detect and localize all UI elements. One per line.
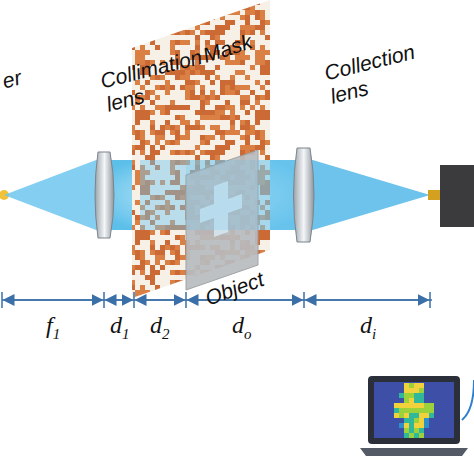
heatmap xyxy=(394,383,434,438)
heatmap-cell xyxy=(424,403,429,408)
beam-through-mask xyxy=(140,160,302,230)
collection-lens xyxy=(294,148,315,242)
dimension-arrow xyxy=(188,299,302,301)
converging-beam xyxy=(306,158,430,232)
heatmap-cell xyxy=(414,423,419,428)
heatmap-cell xyxy=(409,393,414,398)
beam-front xyxy=(186,160,302,230)
heatmap-cell xyxy=(394,408,399,413)
dimension-label: di xyxy=(358,312,378,343)
dimension-arrow xyxy=(106,299,132,301)
heatmap-cell xyxy=(414,398,419,403)
heatmap-cell xyxy=(404,398,409,403)
heatmap-cell xyxy=(419,418,424,423)
heatmap-cell xyxy=(399,403,404,408)
heatmap-cell xyxy=(419,413,424,418)
heatmap-cell xyxy=(424,418,429,423)
heatmap-cell xyxy=(419,398,424,403)
heatmap-cell xyxy=(414,408,419,413)
dimension-tick xyxy=(1,292,3,308)
heatmap-cell xyxy=(404,433,409,438)
heatmap-cell xyxy=(409,388,414,393)
heatmap-cell xyxy=(399,393,404,398)
heatmap-cell xyxy=(414,428,419,433)
heatmap-cell xyxy=(409,403,414,408)
laptop-screen xyxy=(374,382,454,438)
dimension-tick xyxy=(185,292,187,308)
heatmap-cell xyxy=(409,433,414,438)
heatmap-cell xyxy=(404,418,409,423)
dimension-label: d2 xyxy=(148,312,172,343)
dimension-tick xyxy=(303,292,305,308)
dimension-label: d1 xyxy=(108,312,132,343)
dimension-tick xyxy=(429,292,431,308)
cable xyxy=(462,380,474,420)
heatmap-cell xyxy=(429,403,434,408)
heatmap-cell xyxy=(419,423,424,428)
heatmap-cell xyxy=(409,383,414,388)
mask-back xyxy=(132,0,270,298)
part-label: Collection lens xyxy=(322,35,440,108)
mask xyxy=(132,0,270,298)
laptop-base xyxy=(360,448,468,456)
dimension-arrow xyxy=(306,299,428,301)
heatmap-cell xyxy=(404,408,409,413)
collimation-lens xyxy=(95,152,114,238)
heatmap-cell xyxy=(404,393,409,398)
heatmap-cell xyxy=(424,413,429,418)
heatmap-cell xyxy=(429,413,434,418)
diverging-beam xyxy=(4,157,104,233)
heatmap-cell xyxy=(424,408,429,413)
heatmap-cell xyxy=(409,408,414,413)
dimension-tick xyxy=(133,292,135,308)
heatmap-cell xyxy=(419,433,424,438)
heatmap-cell xyxy=(394,413,399,418)
dimension-arrow xyxy=(136,299,184,301)
heatmap-cell xyxy=(404,383,409,388)
heatmap-cell xyxy=(409,428,414,433)
heatmap-cell xyxy=(404,428,409,433)
detector-tip xyxy=(428,190,442,200)
heatmap-cell xyxy=(414,388,419,393)
heatmap-cell xyxy=(414,413,419,418)
heatmap-cell xyxy=(409,398,414,403)
dimension-tick xyxy=(103,292,105,308)
dimension-label: do xyxy=(230,312,254,343)
heatmap-cell xyxy=(419,428,424,433)
part-label: er xyxy=(0,65,24,93)
heatmap-cell xyxy=(419,383,424,388)
heatmap-cell xyxy=(394,403,399,408)
heatmap-cell xyxy=(409,418,414,423)
dimension-label: f1 xyxy=(44,312,62,343)
laptop-screen-frame xyxy=(368,376,460,444)
heatmap-cell xyxy=(419,388,424,393)
heatmap-cell xyxy=(424,423,429,428)
heatmap-cell xyxy=(419,408,424,413)
heatmap-cell xyxy=(414,403,419,408)
heatmap-cell xyxy=(414,393,419,398)
heatmap-cell xyxy=(404,403,409,408)
dimension-arrow xyxy=(4,299,102,301)
heatmap-cell xyxy=(404,423,409,428)
heatmap-cell xyxy=(429,408,434,413)
heatmap-cell xyxy=(419,403,424,408)
heatmap-cell xyxy=(399,423,404,428)
heatmap-cell xyxy=(404,388,409,393)
heatmap-cell xyxy=(419,393,424,398)
heatmap-cell xyxy=(404,413,409,418)
detector-body xyxy=(440,165,474,227)
heatmap-cell xyxy=(399,413,404,418)
heatmap-cell xyxy=(409,423,414,428)
heatmap-cell xyxy=(409,413,414,418)
heatmap-cell xyxy=(399,408,404,413)
heatmap-cell xyxy=(414,418,419,423)
heatmap-cell xyxy=(414,383,419,388)
heatmap-cell xyxy=(414,433,419,438)
